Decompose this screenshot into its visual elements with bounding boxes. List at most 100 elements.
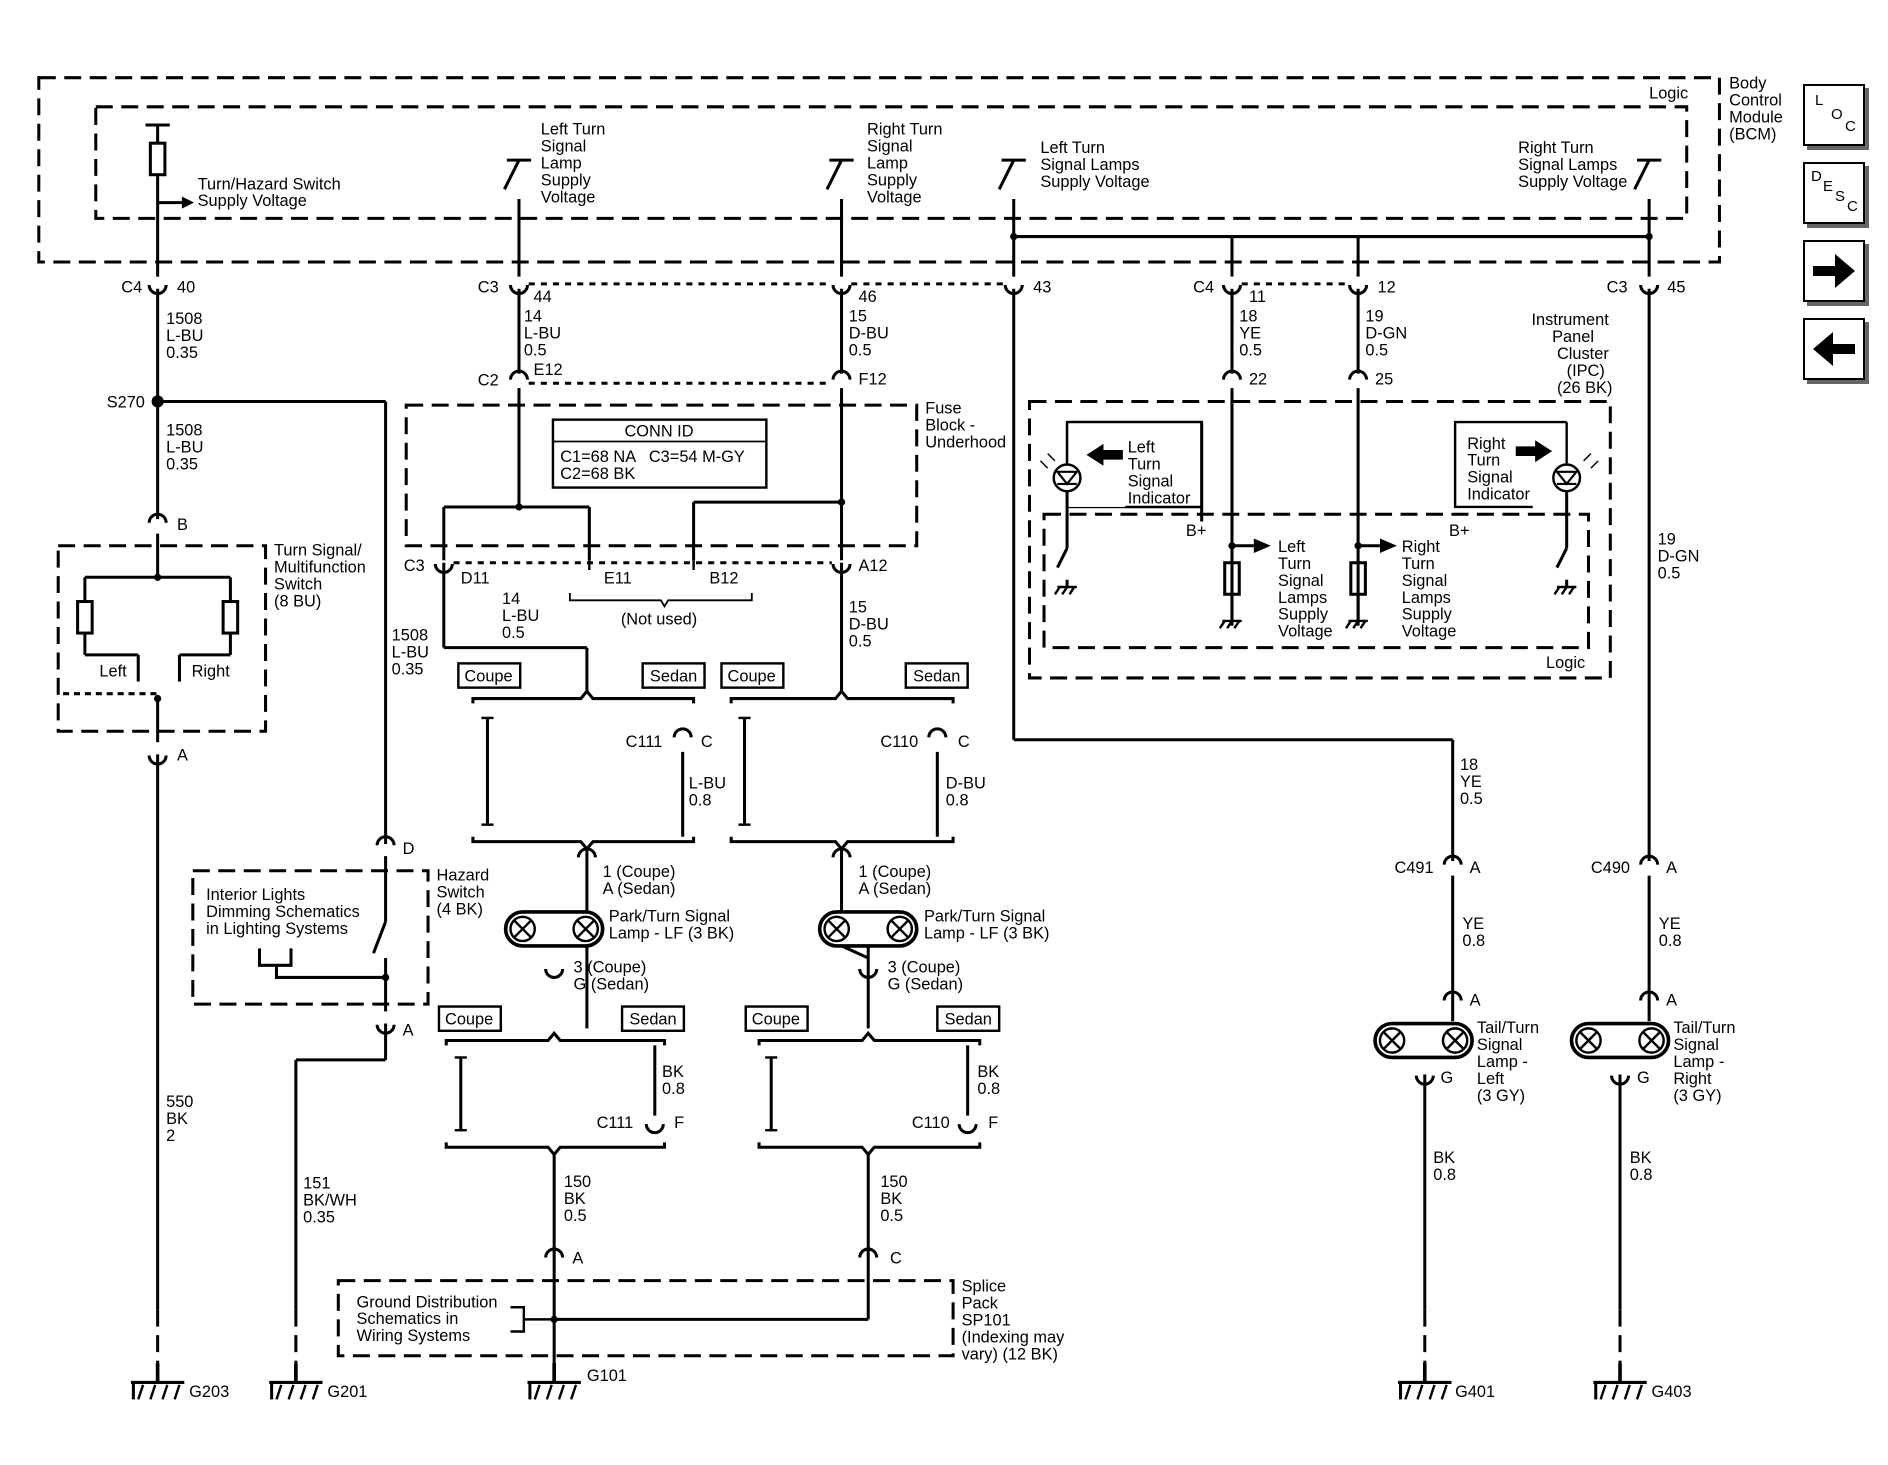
conn-id-title: CONN ID: [624, 423, 693, 441]
ground-g401: G401: [1455, 1383, 1495, 1401]
sedan-tag: Sedan: [913, 668, 960, 686]
pin-40: 40: [177, 278, 195, 296]
ground-g403: G403: [1652, 1383, 1692, 1401]
next-button[interactable]: [1803, 240, 1865, 302]
splice-pin-a: A: [572, 1250, 583, 1268]
conn-c3-bcm-a: C3: [478, 278, 499, 296]
pin-f12: F12: [859, 370, 887, 388]
park-turn-lamp-lf-a-icon: [503, 910, 605, 948]
ground-g201-icon: [267, 1361, 325, 1402]
arrow-left-icon: [1813, 332, 1855, 366]
bcm-logic-label: Logic: [1649, 84, 1688, 102]
pin-22: 22: [1249, 370, 1267, 388]
lamp-pin-top-a: 1 (Coupe)A (Sedan): [603, 863, 676, 898]
hazard-pin-d: D: [403, 840, 415, 858]
switch-pin-b: B: [177, 516, 188, 534]
ground-g101-icon: [525, 1361, 583, 1402]
sedan-tag: Sedan: [945, 1011, 992, 1029]
ground-g203-icon: [129, 1361, 187, 1402]
loc-button[interactable]: L O C: [1803, 84, 1865, 146]
tail-lamp-left-icon: [1373, 1021, 1474, 1060]
pin-12: 12: [1378, 278, 1396, 296]
switch-left-label: Left: [99, 663, 127, 681]
switch-pin-a: A: [177, 746, 188, 764]
pin-46: 46: [859, 288, 877, 306]
conn-c4-right: C4: [1193, 278, 1214, 296]
lamp-pin-bottom-b: 3 (Coupe)G (Sedan): [888, 959, 963, 994]
tail-right-pin-g: G: [1637, 1069, 1650, 1087]
ipc-logic: Logic: [1546, 654, 1585, 672]
sedan-tag: Sedan: [629, 1011, 676, 1029]
conn-c2: C2: [478, 372, 499, 390]
pin-a12: A12: [859, 557, 888, 575]
tail-right-pin-a: A: [1666, 991, 1677, 1009]
pin-45: 45: [1667, 278, 1685, 296]
coupe-tag: Coupe: [752, 1011, 800, 1029]
bplus-left: B+: [1186, 522, 1206, 540]
pin-43: 43: [1033, 278, 1051, 296]
coupe-tag: Coupe: [728, 668, 776, 686]
hazard-pin-a: A: [403, 1022, 414, 1040]
prev-button[interactable]: [1803, 318, 1865, 380]
desc-button[interactable]: D E S C: [1803, 162, 1865, 224]
ground-g401-icon: [1396, 1361, 1454, 1402]
tail-left-pin-a: A: [1470, 991, 1481, 1009]
ground-g101: G101: [587, 1367, 627, 1385]
pin-25: 25: [1375, 370, 1393, 388]
ground-g403-icon: [1591, 1361, 1649, 1402]
conn-c3-fuse: C3: [404, 557, 425, 575]
conn-c3-bcm-b: C3: [1607, 278, 1628, 296]
ground-g201: G201: [327, 1383, 367, 1401]
pin-b12: B12: [709, 569, 738, 587]
tail-lamp-right-icon: [1569, 1021, 1671, 1060]
sedan-tag: Sedan: [650, 668, 697, 686]
